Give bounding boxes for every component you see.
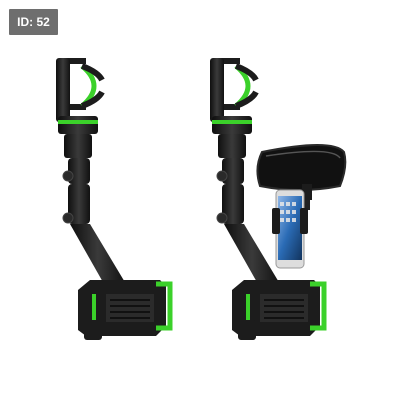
id-badge: ID: 52 — [9, 9, 58, 35]
mount-alone — [56, 58, 170, 340]
phone — [272, 189, 308, 269]
